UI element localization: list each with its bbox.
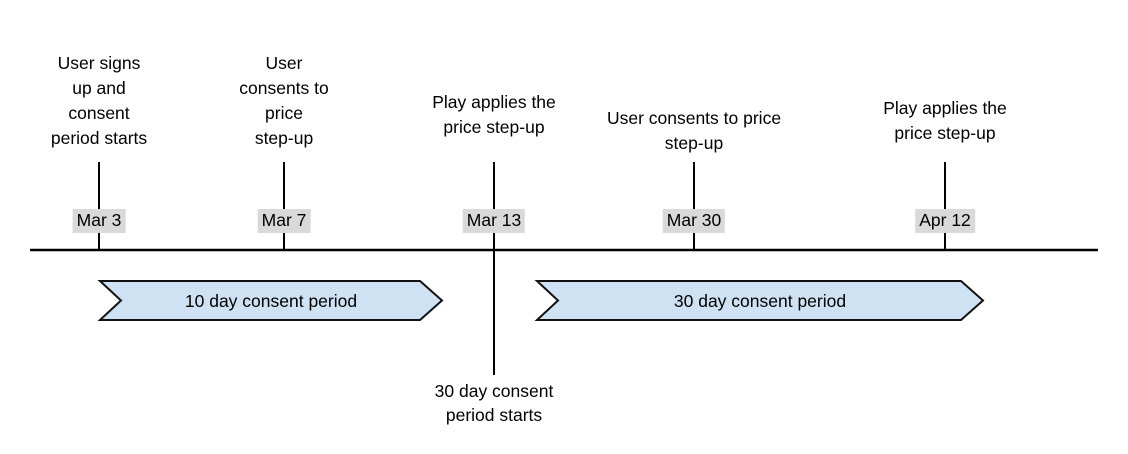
event-label: Play applies the price step-up <box>432 92 556 137</box>
event-date-badge: Mar 13 <box>462 209 526 233</box>
event-date-badge: Apr 12 <box>915 209 975 233</box>
event-date-badge: Mar 3 <box>72 209 126 233</box>
event-label: Play applies the price step-up <box>883 98 1007 143</box>
period-arrow-label: 10 day consent period <box>184 290 358 311</box>
event-date-badge: Mar 30 <box>662 209 726 233</box>
below-timeline-annotation: 30 day consent period starts <box>434 381 554 425</box>
event-label: User signs up and consent period starts <box>50 53 148 148</box>
event-label: User consents to price step-up <box>606 108 782 153</box>
consent-period-arrow <box>534 280 985 321</box>
consent-period-arrow <box>97 280 444 321</box>
event-date-badge: Mar 7 <box>257 209 311 233</box>
period-arrow-label: 30 day consent period <box>673 290 847 311</box>
event-label: User consents to price step-up <box>239 53 329 148</box>
